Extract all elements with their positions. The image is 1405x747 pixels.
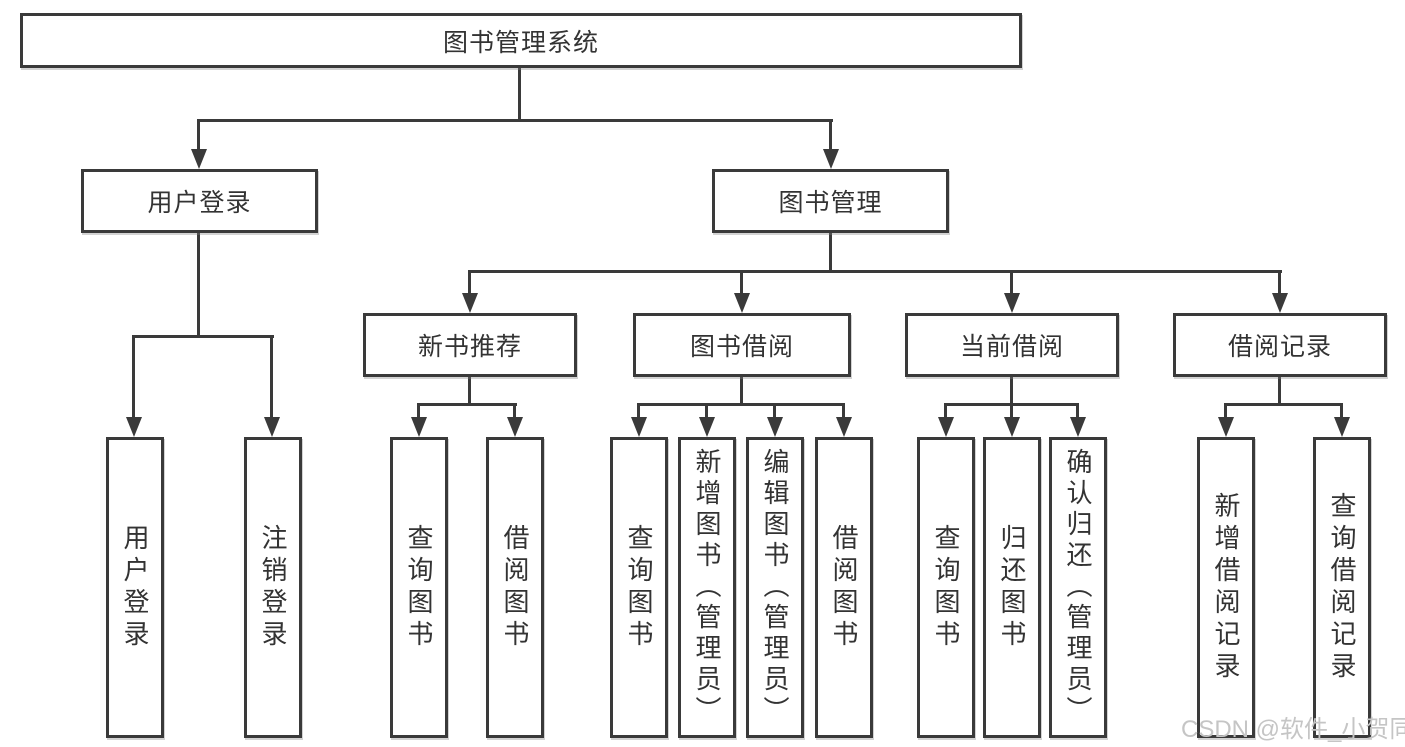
node-leaf-borrow-add-book: 新增图书（管理员）: [678, 437, 736, 738]
watermark-text: CSDN @软件_小贺同学: [1181, 716, 1405, 743]
node-leaf-current-return-book: 归还图书: [983, 437, 1041, 738]
arrow-down-icon: [767, 417, 783, 437]
node-leaf-logout-label: 注销登录: [258, 523, 288, 652]
node-leaf-current-return-book-label: 归还图书: [997, 523, 1027, 652]
node-leaf-borrow-query-book: 查询图书: [610, 437, 668, 738]
node-leaf-user-login: 用户登录: [106, 437, 164, 738]
connector-line: [1278, 270, 1281, 295]
connector-line: [1340, 403, 1343, 419]
arrow-down-icon: [1334, 417, 1350, 437]
node-leaf-user-login-label: 用户登录: [120, 523, 150, 652]
connector-line: [1010, 403, 1013, 419]
node-leaf-recommend-borrow-book-label: 借阅图书: [500, 523, 530, 652]
arrow-down-icon: [264, 417, 280, 437]
connector-line: [1224, 403, 1227, 419]
arrow-down-icon: [507, 417, 523, 437]
node-leaf-record-query-label: 查询借阅记录: [1327, 491, 1357, 684]
node-leaf-record-add-label: 新增借阅记录: [1211, 491, 1241, 684]
connector-line: [513, 403, 516, 419]
arrow-down-icon: [411, 417, 427, 437]
arrow-down-icon: [836, 417, 852, 437]
connector-line: [637, 403, 845, 406]
node-user-login: 用户登录: [81, 169, 318, 233]
connector-line: [468, 270, 471, 295]
node-book-management-label: 图书管理: [778, 189, 883, 217]
node-leaf-borrow-edit-book: 编辑图书（管理员）: [746, 437, 804, 738]
connector-line: [197, 119, 833, 122]
connector-line: [1010, 270, 1013, 295]
connector-line: [1076, 403, 1079, 419]
node-book-borrow-label: 图书借阅: [689, 333, 794, 361]
node-current-borrow-label: 当前借阅: [959, 333, 1064, 361]
connector-line: [132, 335, 135, 419]
node-borrow-record: 借阅记录: [1173, 313, 1387, 377]
node-leaf-recommend-query-book: 查询图书: [390, 437, 448, 738]
connector-line: [842, 403, 845, 419]
node-leaf-current-confirm-return: 确认归还（管理员）: [1049, 437, 1107, 738]
arrow-down-icon: [191, 149, 207, 169]
node-current-borrow: 当前借阅: [905, 313, 1119, 377]
node-leaf-recommend-query-book-label: 查询图书: [404, 523, 434, 652]
arrow-down-icon: [734, 293, 750, 313]
node-root-label: 图书管理系统: [442, 28, 599, 57]
connector-line: [132, 335, 274, 338]
connector-line: [773, 403, 776, 419]
connector-line: [417, 403, 420, 419]
arrow-down-icon: [699, 417, 715, 437]
node-root: 图书管理系统: [20, 13, 1022, 68]
connector-line: [270, 335, 273, 419]
connector-line: [468, 270, 1282, 273]
node-leaf-borrow-borrow-book: 借阅图书: [815, 437, 873, 738]
node-leaf-current-confirm-return-label: 确认归还（管理员）: [1063, 448, 1093, 727]
node-leaf-record-query: 查询借阅记录: [1313, 437, 1371, 738]
node-leaf-logout: 注销登录: [244, 437, 302, 738]
arrow-down-icon: [1070, 417, 1086, 437]
connector-line: [740, 270, 743, 295]
connector-line: [705, 403, 708, 419]
node-leaf-borrow-query-book-label: 查询图书: [624, 523, 654, 652]
connector-line: [740, 376, 743, 406]
connector-line: [197, 119, 200, 152]
node-new-book-recommend-label: 新书推荐: [417, 333, 522, 361]
connector-line: [1010, 376, 1013, 406]
node-user-login-label: 用户登录: [147, 189, 252, 217]
arrow-down-icon: [938, 417, 954, 437]
arrow-down-icon: [1218, 417, 1234, 437]
node-leaf-current-query-book: 查询图书: [917, 437, 975, 738]
node-leaf-borrow-borrow-book-label: 借阅图书: [829, 523, 859, 652]
connector-line: [468, 376, 471, 406]
arrow-down-icon: [126, 417, 142, 437]
arrow-down-icon: [823, 149, 839, 169]
node-leaf-borrow-add-book-label: 新增图书（管理员）: [692, 448, 722, 727]
node-leaf-record-add: 新增借阅记录: [1197, 437, 1255, 738]
connector-line: [637, 403, 640, 419]
node-leaf-recommend-borrow-book: 借阅图书: [486, 437, 544, 738]
node-borrow-record-label: 借阅记录: [1227, 333, 1332, 361]
node-book-management: 图书管理: [712, 169, 949, 233]
connector-line: [1224, 403, 1343, 406]
connector-line: [829, 232, 832, 273]
node-leaf-borrow-edit-book-label: 编辑图书（管理员）: [760, 448, 790, 727]
connector-line: [944, 403, 947, 419]
connector-line: [197, 232, 200, 338]
connector-line: [518, 66, 521, 121]
node-book-borrow: 图书借阅: [633, 313, 851, 377]
arrow-down-icon: [631, 417, 647, 437]
connector-line: [1278, 376, 1281, 406]
node-leaf-current-query-book-label: 查询图书: [931, 523, 961, 652]
arrow-down-icon: [1272, 293, 1288, 313]
connector-line: [829, 119, 832, 152]
arrow-down-icon: [1004, 293, 1020, 313]
arrow-down-icon: [1004, 417, 1020, 437]
connector-line: [417, 403, 517, 406]
arrow-down-icon: [462, 293, 478, 313]
node-new-book-recommend: 新书推荐: [363, 313, 577, 377]
